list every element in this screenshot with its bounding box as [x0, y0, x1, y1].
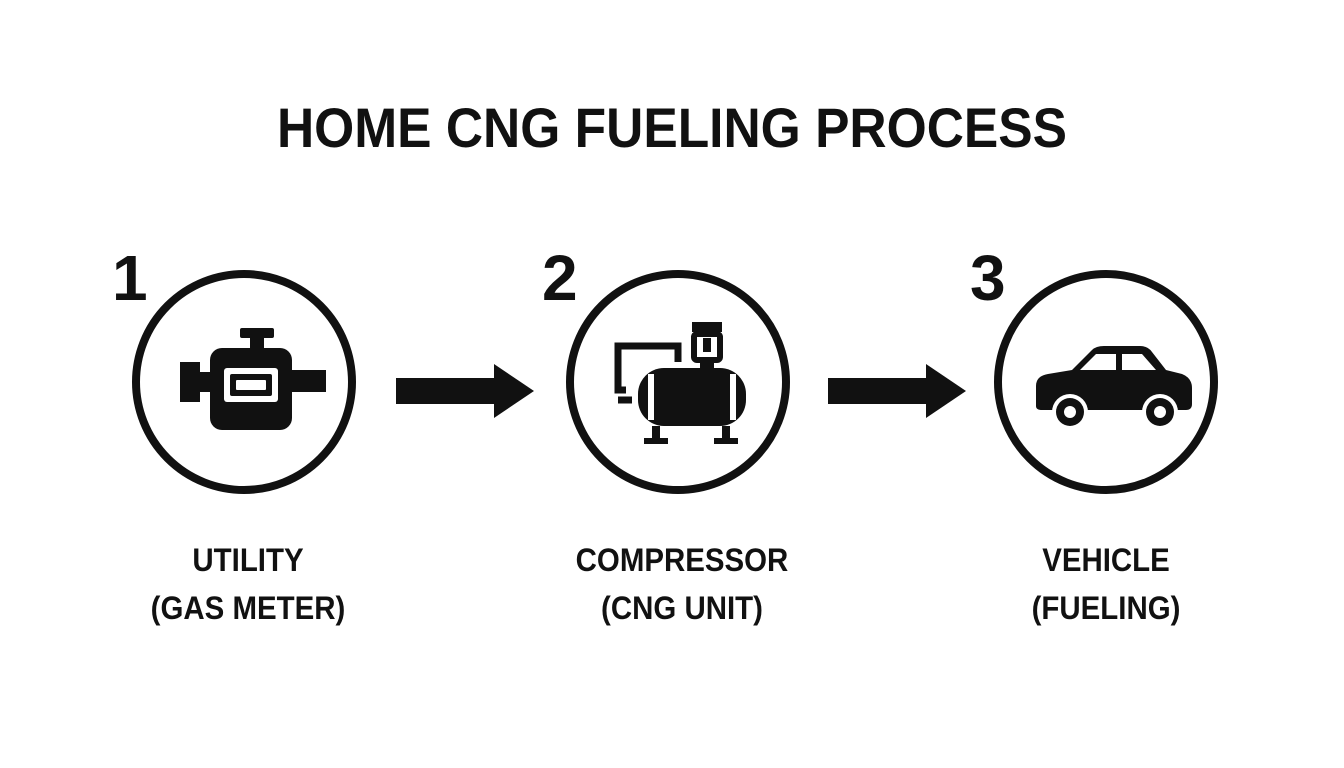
step-label: UTILITY (GAS METER) — [110, 536, 386, 632]
step-compressor: 2 COMPRESSOR (CNG UNIT) — [532, 0, 832, 768]
step-label: VEHICLE (FUELING) — [968, 536, 1244, 632]
compressor-icon — [614, 322, 746, 444]
step-label: COMPRESSOR (CNG UNIT) — [544, 536, 820, 632]
step-label-line1: VEHICLE — [1042, 542, 1170, 578]
step-circle — [566, 270, 790, 494]
step-number: 3 — [970, 242, 1006, 314]
step-circle — [132, 270, 356, 494]
step-number: 1 — [112, 242, 148, 314]
car-icon — [1036, 346, 1192, 430]
step-utility: 1 UTILITY (GAS METER) — [98, 0, 398, 768]
step-circle — [994, 270, 1218, 494]
step-label-line2: (FUELING) — [1031, 590, 1181, 626]
gas-meter-icon — [180, 328, 326, 430]
flow-arrow — [828, 364, 966, 418]
step-label-line1: COMPRESSOR — [575, 542, 789, 578]
flow-arrow — [396, 364, 534, 418]
step-label-line1: UTILITY — [192, 542, 304, 578]
step-number: 2 — [542, 242, 578, 314]
step-vehicle: 3 VEHICLE (FUELING) — [964, 0, 1264, 768]
step-label-line2: (CNG UNIT) — [601, 590, 763, 626]
step-label-line2: (GAS METER) — [150, 590, 346, 626]
diagram-title: HOME CNG FUELING PROCESS — [276, 96, 1068, 159]
